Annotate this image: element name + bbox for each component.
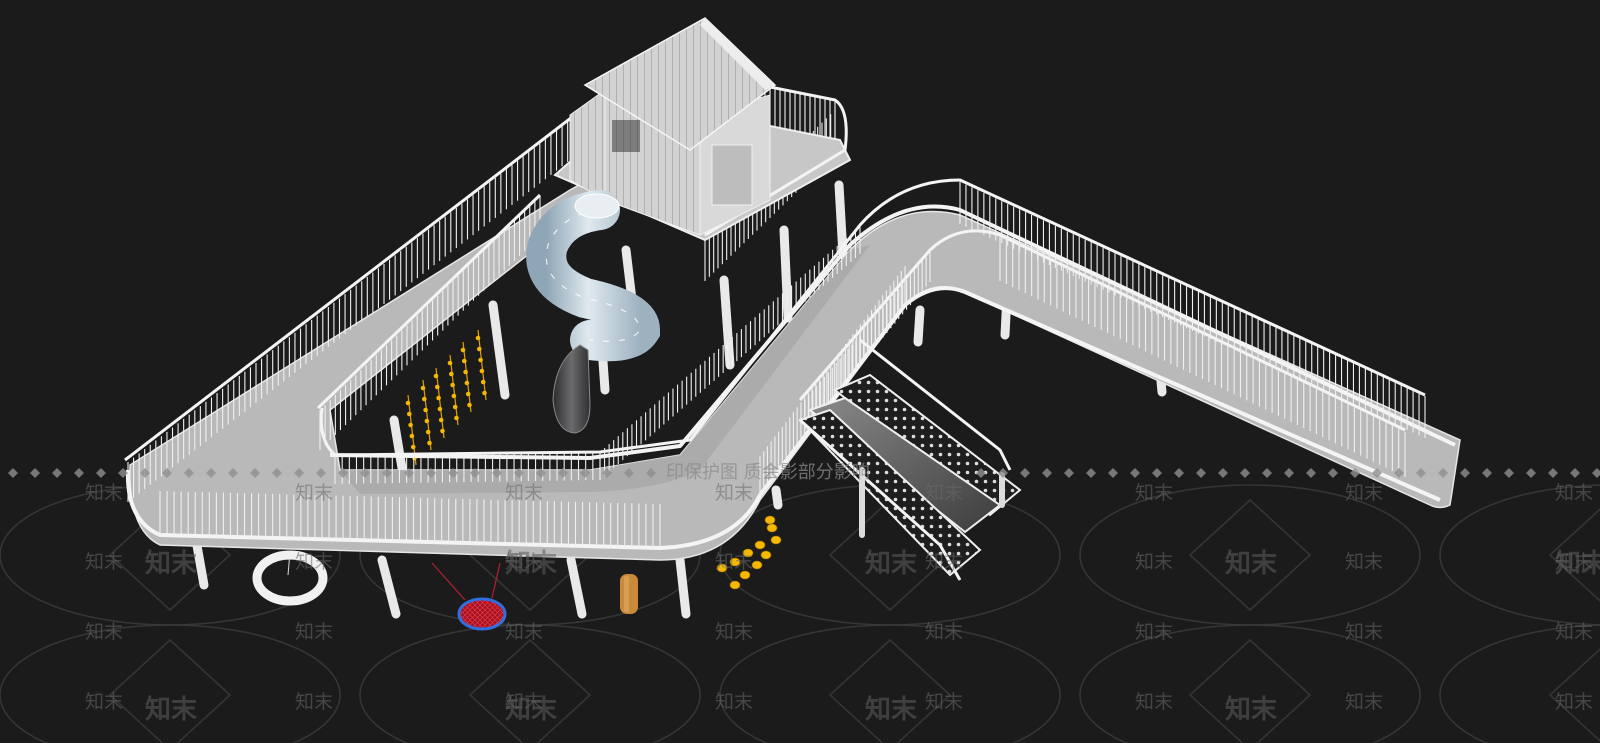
watermark-text: 知末 bbox=[715, 621, 753, 643]
watermark-text: 知末 bbox=[1555, 482, 1593, 504]
watermark-text: 知末 bbox=[505, 551, 543, 573]
watermark-logo-text: 知末 bbox=[1225, 695, 1278, 725]
watermark-text: 知末 bbox=[1345, 482, 1383, 504]
watermark-text: 知末 bbox=[1555, 621, 1593, 643]
watermark-logo-text: 知末 bbox=[505, 695, 558, 725]
straight-slide-icon bbox=[798, 338, 1022, 581]
watermark-text: 知末 bbox=[1135, 621, 1173, 643]
watermark-logo-text: 知末 bbox=[505, 549, 558, 579]
wood-post-icon bbox=[620, 574, 638, 614]
watermark-text: 知末 bbox=[925, 482, 963, 504]
watermark-text: 知末 bbox=[715, 482, 753, 504]
watermark-text: 知末 bbox=[1135, 551, 1173, 573]
watermark-logo-text: 知末 bbox=[865, 695, 918, 725]
house-icon bbox=[553, 17, 852, 242]
watermark-logo-text: 知末 bbox=[145, 695, 198, 725]
watermark-text: 知末 bbox=[85, 621, 123, 643]
watermark-text: 知末 bbox=[1345, 691, 1383, 713]
watermark-text: 知末 bbox=[295, 482, 333, 504]
watermark-logo-text: 知末 bbox=[1555, 549, 1600, 579]
watermark-text: 知末 bbox=[1135, 482, 1173, 504]
watermark-text: 知末 bbox=[925, 551, 963, 573]
net-swing-icon bbox=[431, 562, 507, 631]
watermark-text: 知末 bbox=[715, 551, 753, 573]
watermark-text: 知末 bbox=[505, 621, 543, 643]
watermark-text: 知末 bbox=[85, 551, 123, 573]
watermark-text: 知末 bbox=[85, 691, 123, 713]
watermark-logo-text: 知末 bbox=[865, 549, 918, 579]
watermark-text: 知末 bbox=[295, 621, 333, 643]
watermark-banner: 印保护图 质会影部分影响 bbox=[8, 462, 1600, 483]
watermark-text: 知末 bbox=[1555, 551, 1593, 573]
watermark-text: 知末 bbox=[925, 691, 963, 713]
watermark-text: 知末 bbox=[1135, 691, 1173, 713]
watermark-text: 知末 bbox=[295, 691, 333, 713]
tire-swing-icon bbox=[252, 550, 328, 606]
watermark-text: 知末 bbox=[505, 691, 543, 713]
watermark-text: 知末 bbox=[1345, 551, 1383, 573]
watermark-logo-text: 知末 bbox=[1225, 549, 1278, 579]
watermark-logo-text: 知末 bbox=[145, 549, 198, 579]
watermark-text: 知末 bbox=[1345, 621, 1383, 643]
watermark-text: 知末 bbox=[85, 482, 123, 504]
support-posts bbox=[191, 180, 1167, 619]
watermark-text: 知末 bbox=[715, 691, 753, 713]
watermark-banner-text: 印保护图 质会影部分影响 bbox=[666, 462, 870, 483]
watermark-text: 知末 bbox=[1555, 691, 1593, 713]
watermark-text: 知末 bbox=[925, 621, 963, 643]
stepping-stones bbox=[716, 515, 782, 590]
tube-slide-icon bbox=[526, 190, 661, 434]
watermark-text-grid: 知末知末知末知末知末知末知末知末知末知末知末知末知末知末知末知末知末知末知末知末… bbox=[85, 482, 1600, 725]
watermark-text: 知末 bbox=[295, 551, 333, 573]
climbing-rope-icon bbox=[405, 329, 487, 466]
watermark-text: 知末 bbox=[505, 482, 543, 504]
